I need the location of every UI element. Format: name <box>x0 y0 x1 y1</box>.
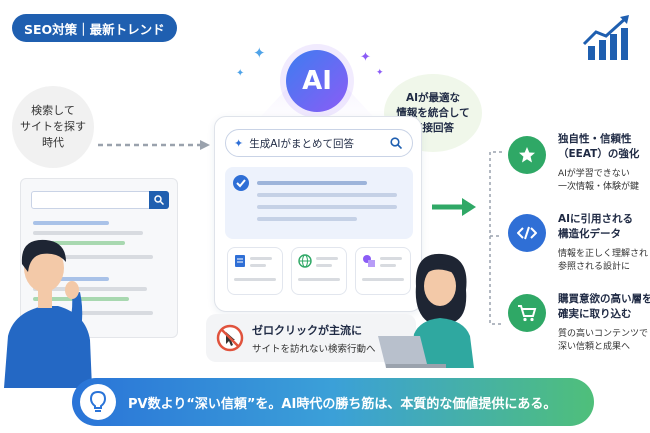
card-line <box>250 257 272 260</box>
answer-line <box>257 193 397 197</box>
bubble-line: 検索して <box>31 104 75 117</box>
search-icon[interactable] <box>390 137 402 149</box>
ai-answer-box <box>225 167 413 239</box>
shapes-icon <box>363 255 375 267</box>
card-line <box>380 264 396 267</box>
no-click-icon <box>216 324 244 352</box>
banner-text: PV数より“深い信頼”を。AI時代の勝ち筋は、本質的な価値提供にある。 <box>128 396 557 412</box>
search-icon <box>154 195 164 205</box>
answer-line <box>257 217 357 221</box>
globe-icon <box>298 254 312 268</box>
sparkle-icon: ✦ <box>360 50 371 65</box>
feature-structured-data: AIに引用される 構造化データ 情報を正しく理解され 参照される設計に <box>508 212 648 282</box>
feature-desc: 質の高いコンテンツで <box>558 329 649 339</box>
answer-line <box>257 205 397 209</box>
lightbulb-icon <box>80 384 116 420</box>
bubble-line: 時代 <box>42 136 64 149</box>
ai-search-input[interactable]: ✦ 生成AIがまとめて回答 <box>225 129 413 157</box>
source-card[interactable] <box>355 247 411 295</box>
ai-search-query: 生成AIがまとめて回答 <box>249 137 354 150</box>
old-search-bubble: 検索して サイトを探す 時代 <box>12 86 94 168</box>
feature-title: AIに引用される <box>558 213 634 225</box>
feature-title: 確実に取り込む <box>558 308 632 320</box>
answer-line <box>257 181 367 185</box>
result-line <box>33 241 125 245</box>
source-card[interactable] <box>227 247 283 295</box>
growth-chart-icon <box>582 15 629 60</box>
result-line <box>33 231 143 235</box>
bubble-line: AIが最適な <box>405 91 461 104</box>
feature-desc: 情報を正しく理解され <box>558 249 649 259</box>
feature-desc: 深い信頼と成果へ <box>558 342 631 352</box>
ai-badge: AI <box>286 50 348 112</box>
header-tag: SEO対策｜最新トレンド <box>12 14 177 42</box>
source-card[interactable] <box>291 247 347 295</box>
bubble-line: 直接回答 <box>412 121 454 134</box>
sparkle-icon: ✦ <box>234 136 244 150</box>
star-icon <box>508 136 546 174</box>
zero-click-subtitle: サイトを訪れない検索行動へ <box>252 344 376 355</box>
zero-click-title: ゼロクリックが主流に <box>252 324 362 337</box>
feature-purchase-intent: 購買意欲の高い層を 確実に取り込む 質の高いコンテンツで 深い信頼と成果へ <box>508 292 650 362</box>
sparkle-icon: ✦ <box>376 68 384 78</box>
feature-desc: 参照される設計に <box>558 262 631 272</box>
bubble-line: 情報を統合して <box>396 106 470 119</box>
cart-icon <box>508 294 546 332</box>
feature-title: 購買意欲の高い層を <box>558 293 650 305</box>
sparkle-icon: ✦ <box>253 44 266 62</box>
card-line <box>250 264 266 267</box>
card-line <box>234 278 276 281</box>
code-icon <box>508 214 546 252</box>
result-line <box>33 311 153 315</box>
result-line <box>33 287 147 291</box>
card-line <box>316 264 332 267</box>
feature-title: 構造化データ <box>558 228 621 240</box>
check-icon <box>233 175 249 191</box>
card-line <box>380 257 402 260</box>
card-line <box>316 257 338 260</box>
sparkle-icon: ✦ <box>236 68 245 79</box>
feature-title: 独自性・信頼性 <box>558 133 632 145</box>
bubble-line: サイトを探す <box>20 120 86 133</box>
woman-laptop-illustration <box>378 253 474 368</box>
result-line <box>33 277 109 281</box>
document-icon <box>235 255 245 267</box>
feature-desc: AIが学習できない <box>558 169 630 179</box>
dashed-bracket <box>489 151 502 325</box>
feature-eeat: 独自性・信頼性 （EEAT）の強化 AIが学習できない 一次情報・体験が鍵 <box>508 132 648 204</box>
key-message-banner: PV数より“深い信頼”を。AI時代の勝ち筋は、本質的な価値提供にある。 <box>72 378 594 426</box>
card-line <box>362 278 404 281</box>
dashed-arrow-icon <box>98 140 210 150</box>
result-line <box>33 221 109 225</box>
ai-search-panel: ✦ 生成AIがまとめて回答 <box>214 116 422 312</box>
arrow-right-icon <box>432 198 476 216</box>
feature-title: （EEAT）の強化 <box>558 148 640 160</box>
thinking-man-illustration <box>4 239 92 388</box>
feature-desc: 一次情報・体験が鍵 <box>558 182 640 192</box>
card-line <box>298 278 340 281</box>
result-line <box>33 255 153 259</box>
old-search-button[interactable] <box>149 191 169 209</box>
